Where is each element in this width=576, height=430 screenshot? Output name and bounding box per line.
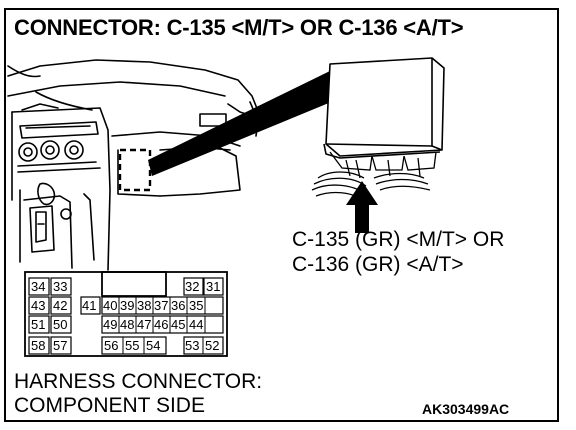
pin-32: 32 [185, 279, 199, 294]
pin-50: 50 [53, 317, 67, 332]
pin-48: 48 [120, 317, 134, 332]
connector-label-line2: C-136 (GR) <A/T> [292, 253, 464, 276]
pin-56: 56 [104, 338, 118, 353]
pin-46: 46 [154, 317, 168, 332]
pin-53: 53 [185, 338, 199, 353]
pin-52: 52 [205, 338, 219, 353]
pin-35: 35 [189, 298, 203, 313]
harness-connector-label: HARNESS CONNECTOR: [14, 370, 263, 393]
pin-38: 38 [137, 298, 151, 313]
pin-grid: 34 33 43 42 51 50 58 57 41 40 39 38 37 3… [28, 277, 224, 355]
pin-37: 37 [154, 298, 168, 313]
connector-label-line1: C-135 (GR) <M/T> OR [292, 228, 505, 251]
pin-49: 49 [103, 317, 117, 332]
connector-title: CONNECTOR: C-135 <M/T> OR C-136 <A/T> [14, 15, 464, 40]
pin-58: 58 [31, 338, 45, 353]
pin-51: 51 [31, 317, 45, 332]
figure-code: AK303499AC [422, 401, 510, 417]
pin-41: 41 [82, 298, 96, 313]
pin-44: 44 [189, 317, 203, 332]
pin-34: 34 [31, 279, 45, 294]
component-side-label: COMPONENT SIDE [14, 394, 205, 417]
pin-31: 31 [206, 279, 220, 294]
pin-43: 43 [31, 298, 45, 313]
pin-36: 36 [171, 298, 185, 313]
diagram-border [4, 8, 559, 422]
pin-39: 39 [120, 298, 134, 313]
pin-42: 42 [53, 298, 67, 313]
pin-55: 55 [125, 338, 139, 353]
pin-33: 33 [53, 279, 67, 294]
pin-40: 40 [103, 298, 117, 313]
pin-45: 45 [171, 317, 185, 332]
pin-54: 54 [146, 338, 160, 353]
pin-57: 57 [53, 338, 67, 353]
pin-47: 47 [137, 317, 151, 332]
